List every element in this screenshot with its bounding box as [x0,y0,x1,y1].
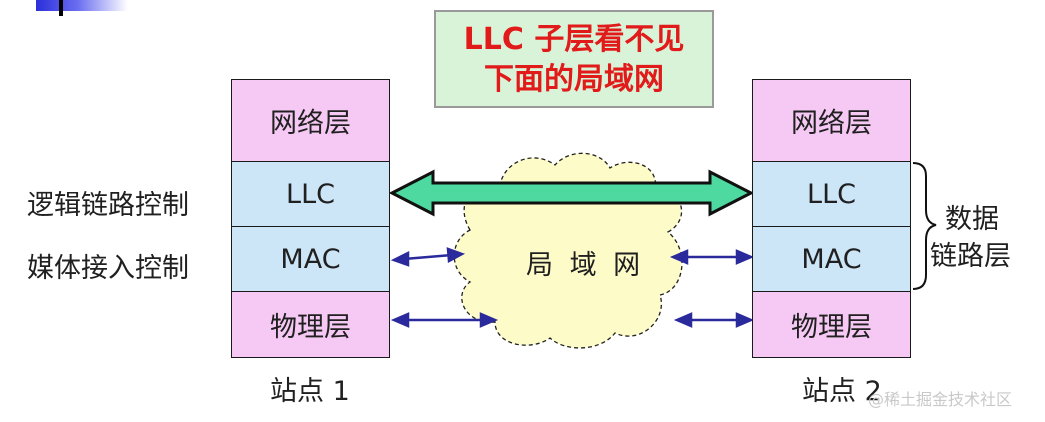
station-1-physical-layer: 物理层 [231,292,390,358]
lan-cloud-label: 局 域 网 [526,250,645,281]
station-1-llc-layer: LLC [231,162,390,227]
corner-gradient-decoration [36,0,128,11]
title-line-1: LLC 子层看不见 [463,22,685,57]
station-1-network-layer: 网络层 [231,79,390,162]
data-link-label-line-2: 链路层 [930,241,1011,272]
station-1-stack: 网络层 LLC MAC 物理层 [231,79,390,358]
station-2-llc-layer: LLC [752,162,911,227]
station-2-physical-layer: 物理层 [752,292,911,358]
station-1-mac-layer: MAC [231,227,390,292]
station-1-label: 站点 1 [270,376,350,407]
station-2-label: 站点 2 [802,376,882,407]
station-2-stack: 网络层 LLC MAC 物理层 [752,79,911,358]
phy-left-arrow [390,312,499,328]
station-2-mac-layer: MAC [752,227,911,292]
llc-side-label: 逻辑链路控制 [27,190,189,221]
mac-right-arrow [669,249,755,265]
mac-side-label: 媒体接入控制 [27,253,189,284]
title-box: LLC 子层看不见 下面的局域网 [434,10,714,108]
station-2-network-layer: 网络层 [752,79,911,162]
llc-double-arrow [388,169,755,217]
title-line-2: 下面的局域网 [484,62,664,97]
corner-bar-decoration [59,0,63,16]
phy-right-arrow [673,312,755,328]
data-link-label-line-1: 数据 [945,204,999,235]
mac-left-arrow [390,247,466,267]
data-link-brace [912,162,937,290]
watermark: @稀土掘金技术社区 [868,390,1013,409]
